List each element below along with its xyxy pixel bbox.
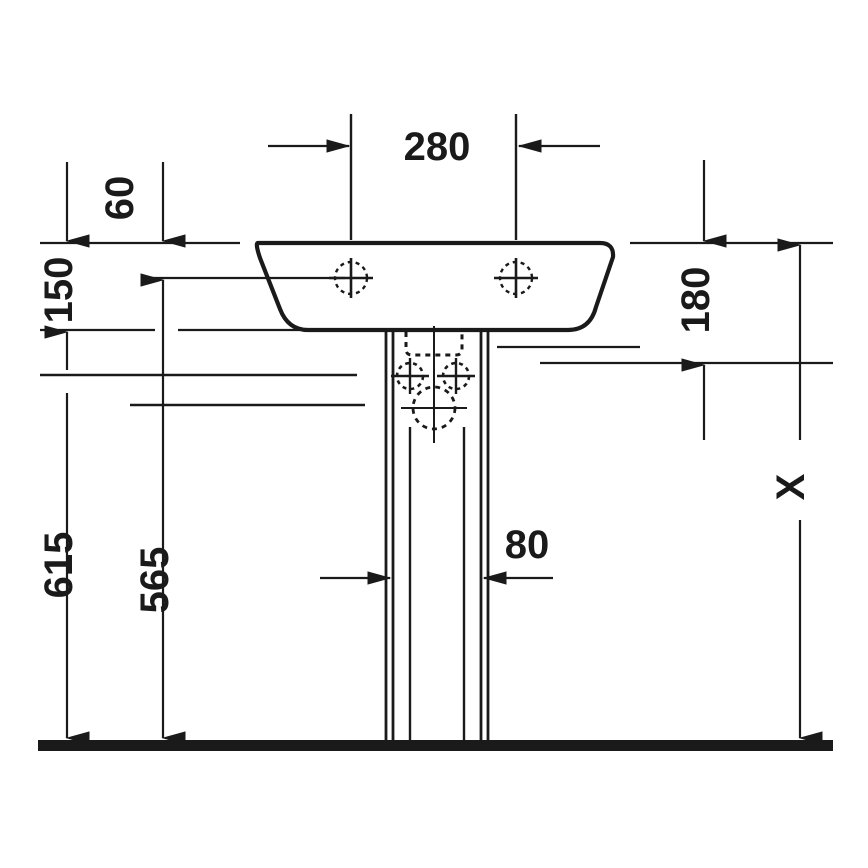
extension-lines: [40, 241, 833, 407]
dimension-615: 615: [37, 393, 90, 745]
dimension-615-label: 615: [37, 532, 81, 599]
dimension-150-label: 150: [37, 257, 81, 324]
semi-pedestal: [384, 330, 490, 745]
dimension-x: X: [769, 238, 823, 745]
dimension-150: 150: [37, 257, 165, 420]
witness-lines-280: [349, 114, 518, 240]
dimension-180-label: 180: [674, 267, 718, 334]
dimension-60-label: 60: [98, 176, 142, 221]
dimension-60: 60: [65, 162, 186, 248]
dimension-80: 80: [320, 523, 553, 585]
dimension-280: 280: [268, 125, 600, 169]
basin-outline: [254, 240, 616, 333]
fixing-hole-right: [437, 358, 475, 394]
floor-line: [38, 740, 833, 751]
fixing-hole-left: [391, 358, 429, 394]
tap-hole-right: [494, 258, 538, 298]
dimension-565: 565: [133, 420, 186, 745]
waste-outlet: [401, 326, 467, 443]
dimension-565-label: 565: [133, 547, 177, 614]
dimension-280-label: 280: [404, 125, 471, 169]
dimension-180: 180: [674, 160, 727, 440]
dimension-80-label: 80: [505, 523, 550, 567]
basin-bowl: [254, 240, 616, 333]
dimension-x-label: X: [769, 473, 813, 500]
